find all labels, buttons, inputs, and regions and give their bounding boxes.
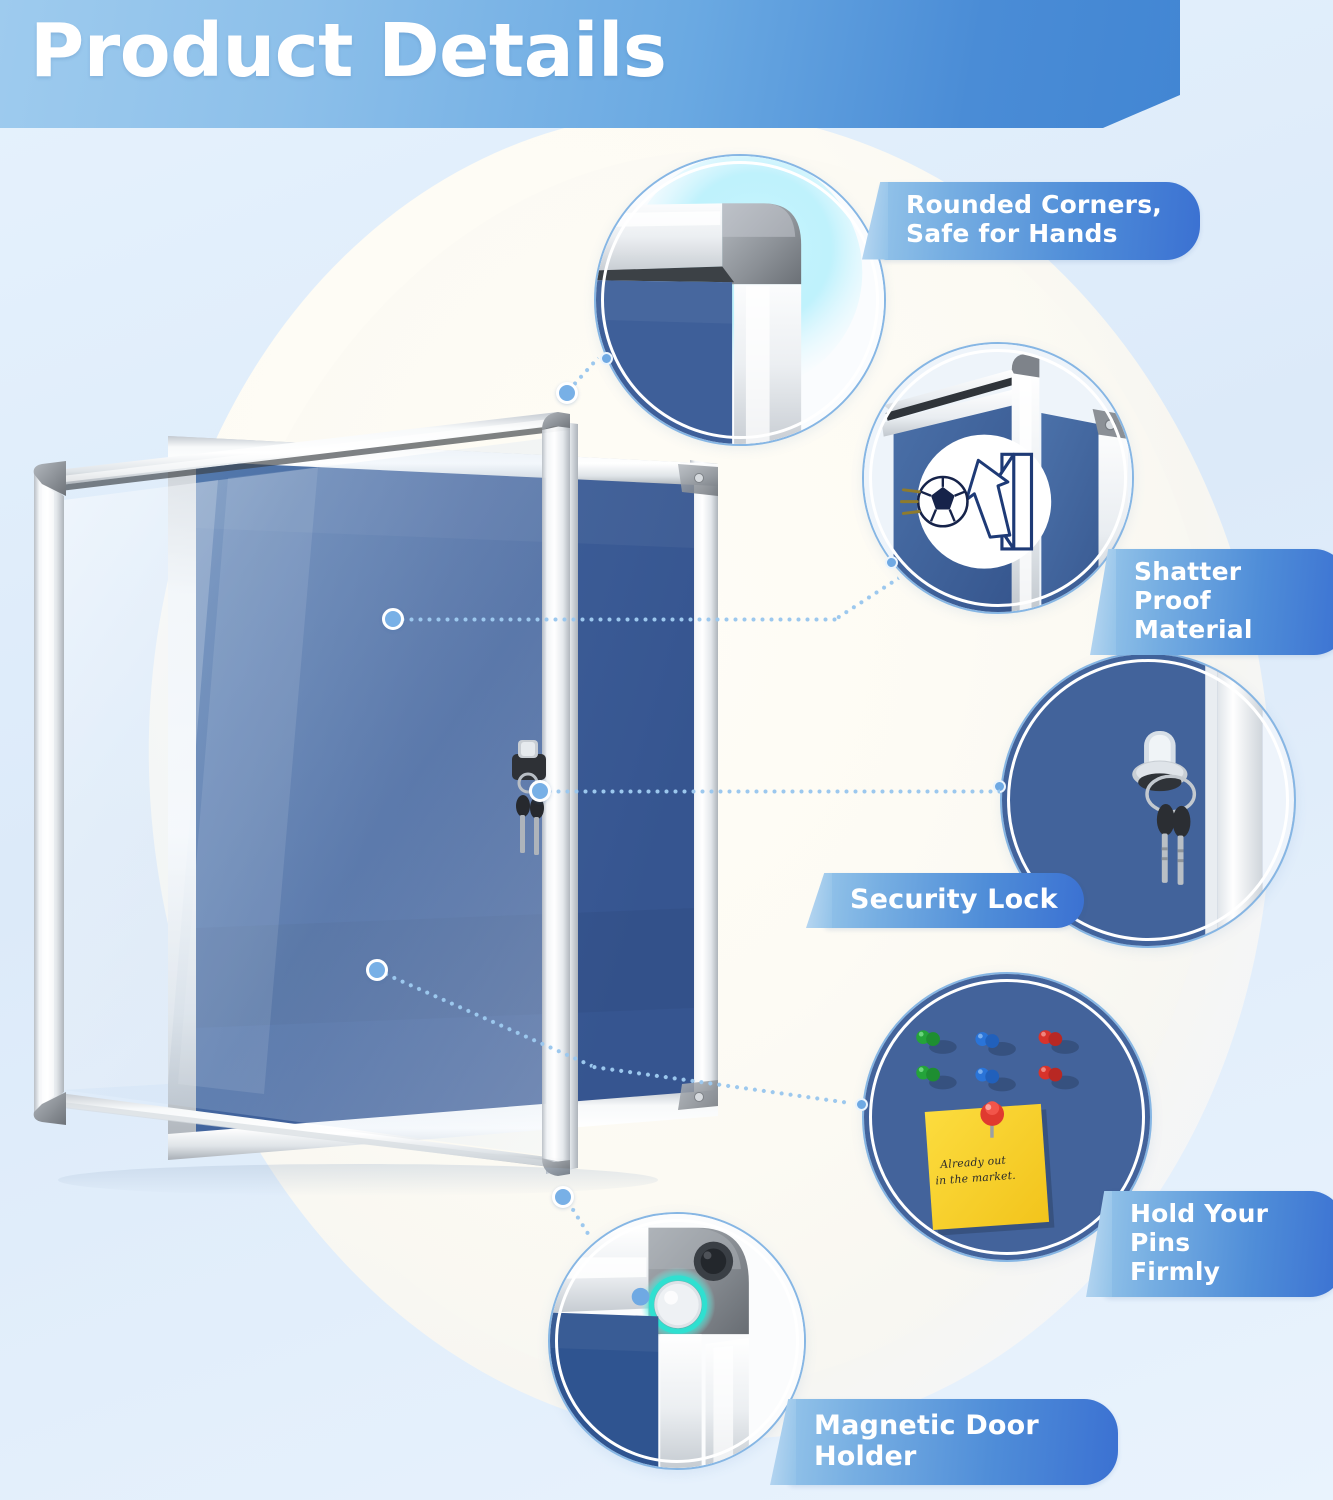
connector-security-lock (545, 789, 1000, 794)
connector-shatter-proof (398, 617, 838, 622)
sticky-note: Already out in the market. (924, 1103, 1055, 1236)
detail-circle-dot-pins (855, 1098, 868, 1111)
feature-label-text-magnetic-door-holder: Magnetic Door Holder (814, 1410, 1039, 1473)
glass-door (33, 412, 570, 1176)
feature-label-text-security-lock: Security Lock (850, 884, 1058, 915)
pin-row-1 (916, 1030, 1079, 1056)
connector-endpoint-shatter-proof (382, 608, 404, 630)
pin-row-2 (916, 1065, 1079, 1092)
detail-circle-magnetic-door-holder (548, 1212, 806, 1470)
connector-endpoint-security-lock (529, 780, 551, 802)
svg-text:in the market.: in the market. (935, 1169, 1016, 1188)
feature-label-text-shatter-proof: Shatter Proof Material (1134, 557, 1253, 644)
feature-label-text-hold-pins: Hold Your Pins Firmly (1130, 1199, 1269, 1286)
connector-endpoint-rounded-corners (556, 382, 578, 404)
product-illustration (33, 412, 718, 1196)
connector-endpoint-magnetic-door-holder (552, 1186, 574, 1208)
connector-endpoint-hold-pins (366, 959, 388, 981)
svg-text:Already out: Already out (939, 1154, 1007, 1172)
detail-circle-dot-shatter (885, 556, 898, 569)
detail-circle-rounded-corners (594, 154, 886, 446)
feature-label-shatter-proof: Shatter Proof Material (1090, 549, 1333, 656)
page-title: Product Details (30, 8, 667, 94)
detail-circle-dot-corner (600, 352, 613, 365)
detail-circle-security-lock (1000, 652, 1296, 948)
feature-label-security-lock: Security Lock (806, 873, 1084, 929)
sticky-note-pin (980, 1101, 1005, 1138)
feature-label-text-rounded-corners: Rounded Corners, Safe for Hands (906, 190, 1162, 248)
feature-label-magnetic-door-holder: Magnetic Door Holder (770, 1399, 1118, 1486)
detail-circle-shatter-proof (862, 342, 1134, 614)
feature-label-hold-pins: Hold Your Pins Firmly (1086, 1191, 1333, 1298)
feature-label-rounded-corners: Rounded Corners, Safe for Hands (862, 182, 1200, 260)
header-banner (0, 0, 1180, 128)
security-lock-on-door (512, 740, 546, 855)
